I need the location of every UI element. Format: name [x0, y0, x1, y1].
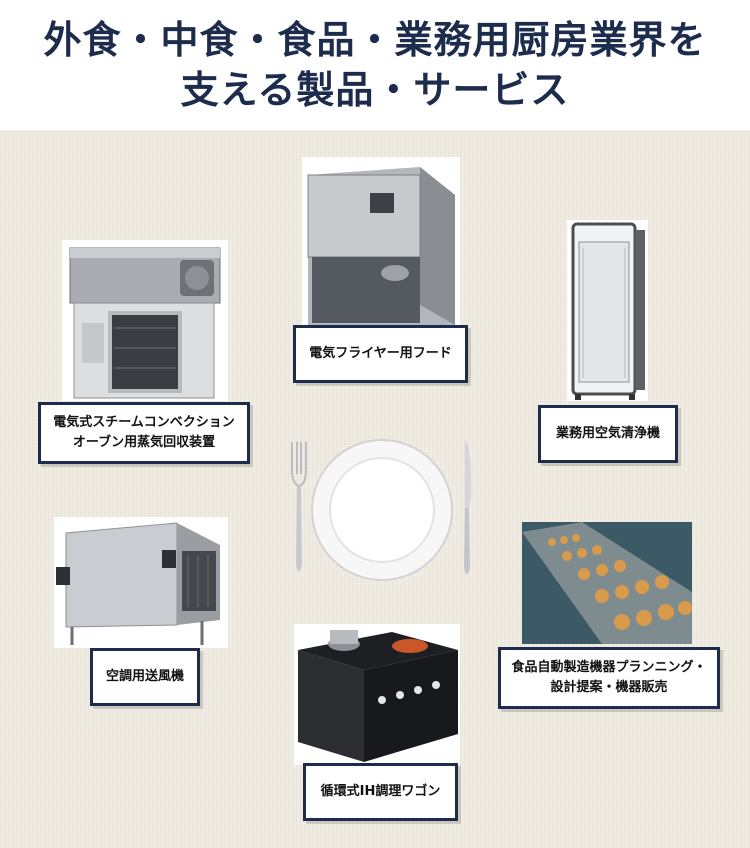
ih-cooking-wagon-icon [294, 624, 460, 765]
conveyor-cookies-icon [522, 522, 692, 644]
label-steam-oven-line-1: 電気式スチームコンベクション [53, 415, 235, 430]
knife-icon [464, 440, 472, 575]
page-header: 外食・中食・食品・業務用厨房業界を 支える製品・サービス [0, 0, 750, 130]
label-fryer-hood-text: 電気フライヤー用フード [309, 346, 452, 361]
steam-convection-oven-icon [62, 240, 228, 401]
fork-icon [291, 442, 307, 572]
fryer-hood-icon [302, 157, 460, 328]
label-steam-oven-line-2: オーブン用蒸気回収装置 [72, 435, 216, 450]
label-food-machinery-line-2: 設計提案・機器販売 [550, 680, 668, 695]
label-air-purifier[interactable]: 業務用空気清浄機 [538, 405, 678, 463]
label-ih-wagon-text: 循環式IH調理ワゴン [320, 784, 441, 799]
label-fryer-hood[interactable]: 電気フライヤー用フード [293, 325, 468, 383]
label-ventilation-fan-text: 空調用送風機 [105, 669, 184, 684]
label-ventilation-fan[interactable]: 空調用送風機 [90, 648, 200, 706]
label-food-machinery-line-1: 食品自動製造機器プランニング・ [511, 660, 707, 675]
label-food-machinery[interactable]: 食品自動製造機器プランニング・ 設計提案・機器販売 [498, 647, 720, 709]
air-purifier-icon [567, 220, 648, 401]
page-title-line-2: 支える製品・サービス [180, 68, 570, 112]
ventilation-fan-icon [54, 517, 228, 648]
plate-icon [311, 439, 453, 581]
label-ih-cooking-wagon[interactable]: 循環式IH調理ワゴン [303, 763, 458, 821]
label-steam-convection-oven[interactable]: 電気式スチームコンベクション オーブン用蒸気回収装置 [38, 402, 250, 464]
page-title-line-1: 外食・中食・食品・業務用厨房業界を [43, 18, 707, 62]
label-air-purifier-text: 業務用空気清浄機 [555, 426, 660, 441]
